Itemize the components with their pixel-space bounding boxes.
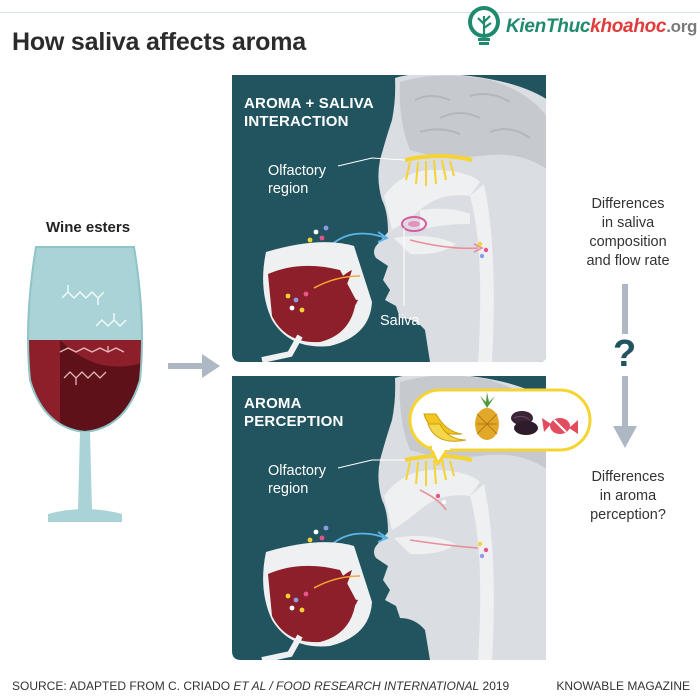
saliva-differences-line1: Differences bbox=[591, 196, 665, 212]
question-mark: ? bbox=[613, 333, 637, 375]
source-credit: SOURCE: ADAPTED FROM C. CRIADO ET AL / F… bbox=[12, 679, 510, 693]
olfactory-label-bottom: Olfactory region bbox=[268, 462, 326, 498]
page-title: How saliva affects aroma bbox=[12, 28, 306, 56]
panel-bottom-title: AROMA PERCEPTION bbox=[244, 395, 344, 431]
bulb-tree-icon bbox=[468, 6, 500, 45]
ester-formula-1 bbox=[61, 285, 105, 305]
olfactory-label-top-line2: region bbox=[268, 181, 309, 197]
saliva-label: Saliva bbox=[380, 313, 420, 329]
publisher-credit: KNOWABLE MAGAZINE bbox=[556, 679, 690, 693]
panel-top-title: AROMA + SALIVA INTERACTION bbox=[244, 95, 374, 131]
question-mask bbox=[606, 334, 644, 376]
saliva-differences-line4: and flow rate bbox=[586, 253, 670, 269]
ester-formula-3 bbox=[59, 346, 125, 353]
panel-bottom-title-line2: PERCEPTION bbox=[244, 413, 344, 430]
olfactory-label-top: Olfactory region bbox=[268, 162, 326, 198]
candy-icon bbox=[542, 418, 578, 434]
pineapple-icon bbox=[475, 392, 499, 440]
perception-differences-line3: perception? bbox=[590, 507, 666, 523]
top-rule bbox=[0, 12, 700, 13]
wine-glass-icon bbox=[27, 246, 143, 522]
saliva-differences-line2: in saliva bbox=[601, 215, 655, 231]
panel-bottom-title-line1: AROMA bbox=[244, 395, 302, 412]
watermark-text: KienThuckhoahoc.org bbox=[506, 16, 698, 37]
perception-differences-text: Differences in aroma perception? bbox=[572, 468, 684, 525]
saliva-differences-line3: composition bbox=[589, 234, 667, 250]
olfactory-label-top-line1: Olfactory bbox=[268, 163, 327, 179]
ester-formula-2 bbox=[95, 313, 127, 327]
saliva-differences-text: Differences in saliva composition and fl… bbox=[572, 195, 684, 271]
olfactory-label-bottom-line2: region bbox=[268, 481, 309, 497]
perception-differences-line1: Differences bbox=[591, 469, 665, 485]
flow-arrow-head bbox=[202, 354, 220, 378]
watermark: KienThuckhoahoc.org bbox=[464, 4, 698, 50]
banana-icon bbox=[423, 413, 467, 442]
panel-aroma-saliva bbox=[232, 75, 546, 362]
ester-formula-4 bbox=[63, 371, 107, 385]
panel-top-title-line2: INTERACTION bbox=[244, 113, 349, 130]
prune-icon bbox=[511, 411, 538, 435]
right-down-arrow-head bbox=[613, 426, 637, 448]
aroma-thought-bubble bbox=[408, 388, 592, 466]
perception-differences-line2: in aroma bbox=[599, 488, 657, 504]
olfactory-label-bottom-line1: Olfactory bbox=[268, 463, 327, 479]
panel-top-title-line1: AROMA + SALIVA bbox=[244, 95, 374, 112]
wine-esters-label: Wine esters bbox=[46, 219, 131, 236]
